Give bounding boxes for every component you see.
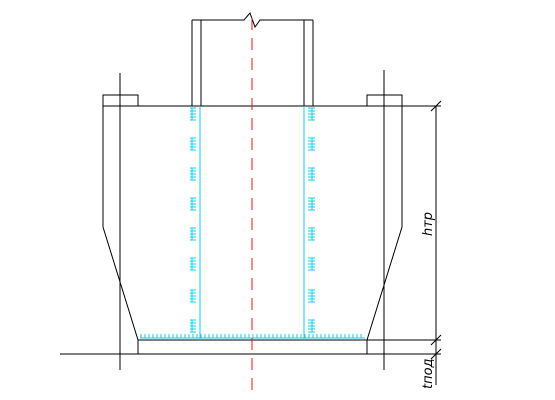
- height-dimension: [430, 100, 442, 385]
- foundation-outline: [102, 70, 441, 370]
- base-label: tпод: [421, 358, 436, 389]
- height-label: hтр: [421, 212, 436, 236]
- reinforcement: [140, 106, 365, 340]
